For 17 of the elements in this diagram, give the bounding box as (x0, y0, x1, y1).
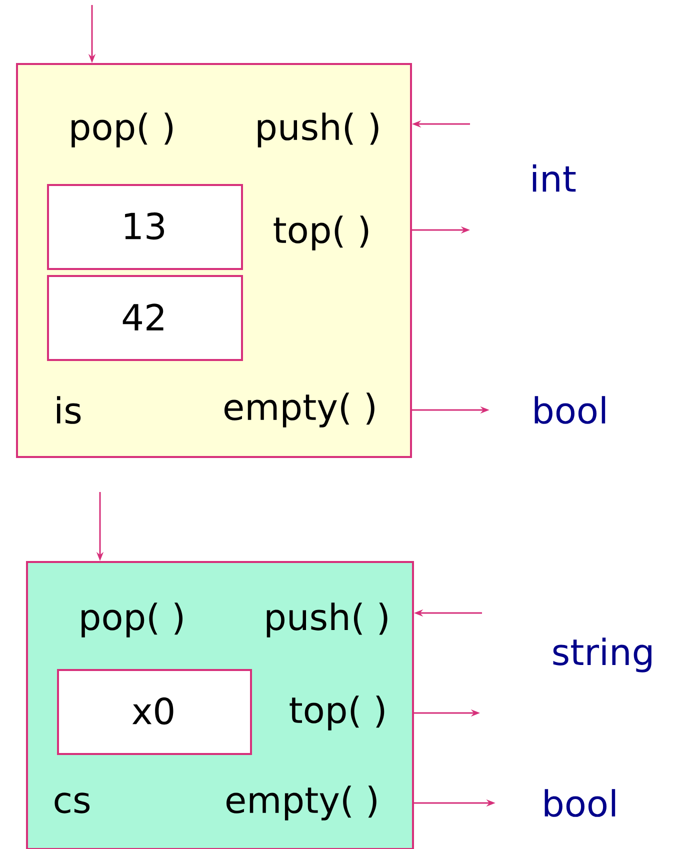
method-label: is (57, 396, 81, 424)
method-label: push( ) (258, 112, 378, 148)
method-label: empty( ) (226, 786, 376, 820)
type-label: bool (544, 789, 616, 817)
value-cell: x0 (57, 669, 252, 755)
method-label: push( ) (266, 602, 388, 638)
method-label: cs (54, 792, 90, 814)
method-label: top( ) (274, 216, 368, 250)
type-label: bool (534, 396, 606, 424)
value-cell: 13 (47, 184, 243, 270)
method-label: empty( ) (224, 392, 374, 428)
type-label: string (553, 638, 652, 672)
type-label: int (532, 164, 576, 192)
method-label: pop( ) (72, 112, 173, 148)
method-label: top( ) (290, 696, 384, 730)
method-label: pop( ) (82, 602, 183, 638)
value-cell: 42 (47, 275, 243, 361)
